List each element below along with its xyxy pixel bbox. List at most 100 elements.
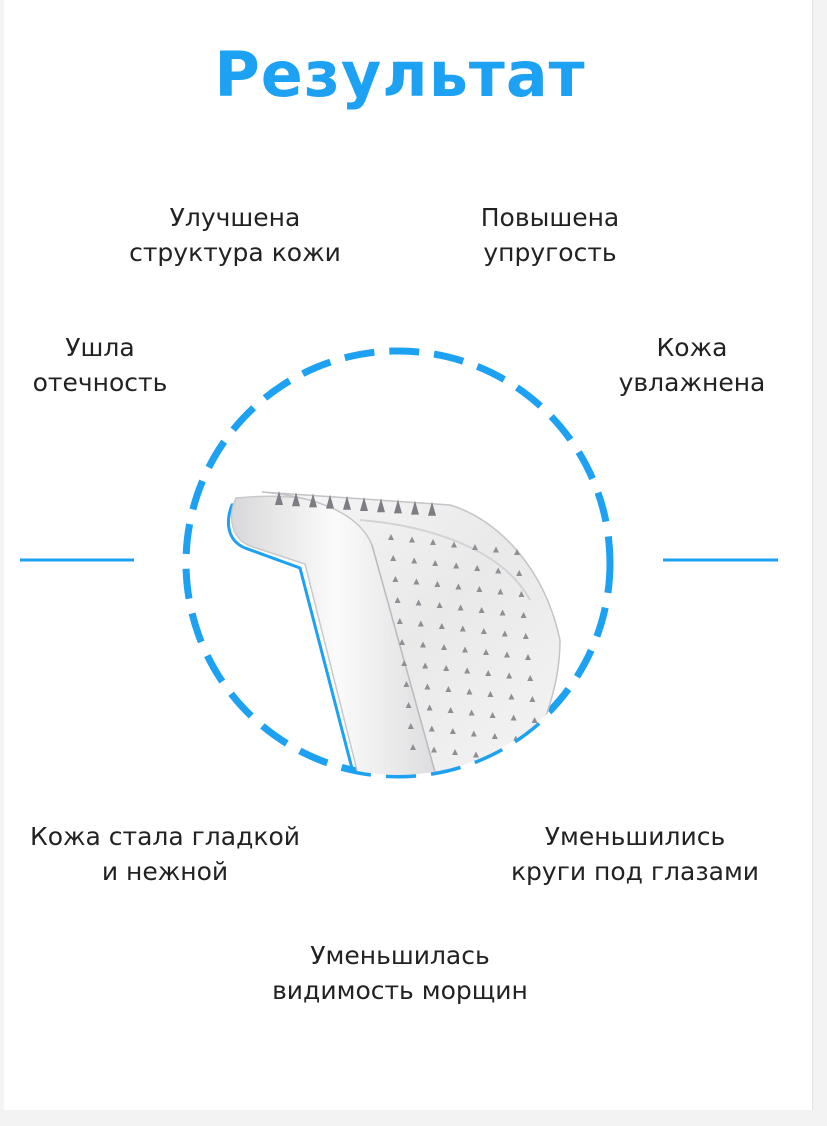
needle-spike xyxy=(292,492,300,507)
needle-dot xyxy=(430,539,436,545)
needle-dot xyxy=(516,570,523,576)
needle-dot xyxy=(476,586,483,592)
needle-dot xyxy=(504,651,510,658)
needle-spike xyxy=(360,497,368,511)
needle-dot xyxy=(426,704,433,711)
needle-dot xyxy=(432,560,439,566)
needle-dot xyxy=(409,536,415,543)
needle-dot xyxy=(452,749,458,755)
benefit-line: увлажнена xyxy=(618,368,766,397)
needle-dot xyxy=(459,625,466,632)
dermaroller-icon xyxy=(226,491,561,775)
needle-dot xyxy=(514,549,520,555)
needle-spike xyxy=(309,493,317,508)
needle-dot xyxy=(478,607,485,613)
page-left-edge xyxy=(0,0,4,1126)
needle-dot xyxy=(415,599,422,606)
needle-dot xyxy=(449,728,456,734)
needle-dot xyxy=(443,665,450,671)
needle-dot xyxy=(474,565,481,571)
needle-dot xyxy=(529,696,536,702)
needle-dot xyxy=(455,583,462,590)
needle-dot xyxy=(447,707,454,713)
needle-dot xyxy=(457,604,464,611)
needle-spike xyxy=(326,494,334,509)
benefit-wrinkles: Уменьшилась видимость морщин xyxy=(245,938,555,1008)
benefit-line: упругость xyxy=(483,238,617,267)
benefit-line: Уменьшились xyxy=(544,822,726,851)
needle-dot xyxy=(441,644,447,650)
needle-dot xyxy=(411,557,418,564)
needle-dot xyxy=(522,633,529,639)
needle-dot xyxy=(493,546,499,553)
needle-spike xyxy=(377,498,385,513)
needle-dot xyxy=(405,702,412,708)
benefit-line: Повышена xyxy=(480,203,620,232)
needle-dot xyxy=(451,541,457,548)
needle-dot xyxy=(420,641,426,648)
needle-dot xyxy=(403,681,410,687)
needle-dot xyxy=(525,654,531,660)
needle-dot xyxy=(499,609,506,616)
needle-dot xyxy=(434,581,441,587)
needle-dot xyxy=(428,725,435,732)
benefit-dark-circles: Уменьшились круги под глазами xyxy=(485,819,785,889)
needle-dot xyxy=(453,562,460,569)
needle-dot xyxy=(462,646,468,653)
needle-dot xyxy=(468,709,475,716)
needle-dot xyxy=(392,576,399,582)
benefit-line: Ушла xyxy=(65,333,135,362)
needle-spike xyxy=(343,495,351,510)
needle-dot xyxy=(515,756,521,763)
page-title: Результат xyxy=(214,38,586,111)
needle-spike xyxy=(428,501,436,516)
needle-dot xyxy=(501,630,508,637)
benefit-line: Уменьшилась xyxy=(310,941,490,970)
needle-dot xyxy=(401,660,408,666)
needle-dot xyxy=(417,620,424,627)
needle-dot xyxy=(483,649,489,655)
needle-dot xyxy=(491,733,498,739)
needle-dot xyxy=(464,667,471,674)
needle-dot xyxy=(413,578,420,585)
needle-dot xyxy=(438,623,445,629)
benefit-smoothness: Кожа стала гладкой и нежной xyxy=(10,819,320,889)
needle-dot xyxy=(506,672,513,679)
needle-dot xyxy=(470,730,477,737)
needle-dot xyxy=(431,746,437,753)
needle-dot xyxy=(473,751,479,758)
page-right-edge xyxy=(812,0,827,1126)
needle-dot xyxy=(480,628,487,634)
needle-dot xyxy=(485,670,492,676)
benefit-line: и нежной xyxy=(101,857,229,886)
benefit-puffiness: Ушла отечность xyxy=(0,330,200,400)
benefit-line: Кожа xyxy=(656,333,728,362)
needle-dot xyxy=(508,693,515,700)
needle-dot xyxy=(466,688,473,695)
benefit-line: Кожа стала гладкой xyxy=(29,822,301,851)
needle-dot xyxy=(518,591,525,597)
needle-dot xyxy=(436,602,443,608)
needle-dot xyxy=(388,534,394,540)
needle-dot xyxy=(407,723,414,729)
needle-dot xyxy=(531,717,538,723)
needle-dot xyxy=(520,612,527,618)
needle-dot xyxy=(472,544,478,550)
benefit-elasticity: Повышена упругость xyxy=(450,200,650,270)
needle-dot xyxy=(533,738,540,744)
benefit-line: структура кожи xyxy=(129,238,341,267)
needle-dot xyxy=(410,744,416,750)
needle-dot xyxy=(527,675,534,681)
benefit-line: видимость морщин xyxy=(272,976,528,1005)
needle-dot xyxy=(445,686,452,692)
needle-dot xyxy=(495,567,502,574)
needle-dot xyxy=(396,618,403,624)
needle-dot xyxy=(510,714,517,721)
needle-dot xyxy=(390,555,397,561)
benefit-line: круги под глазами xyxy=(510,857,760,886)
benefit-line: Улучшена xyxy=(169,203,301,232)
needle-spike xyxy=(275,491,283,505)
needle-dot xyxy=(424,683,431,690)
benefit-skin-structure: Улучшена структура кожи xyxy=(110,200,360,270)
